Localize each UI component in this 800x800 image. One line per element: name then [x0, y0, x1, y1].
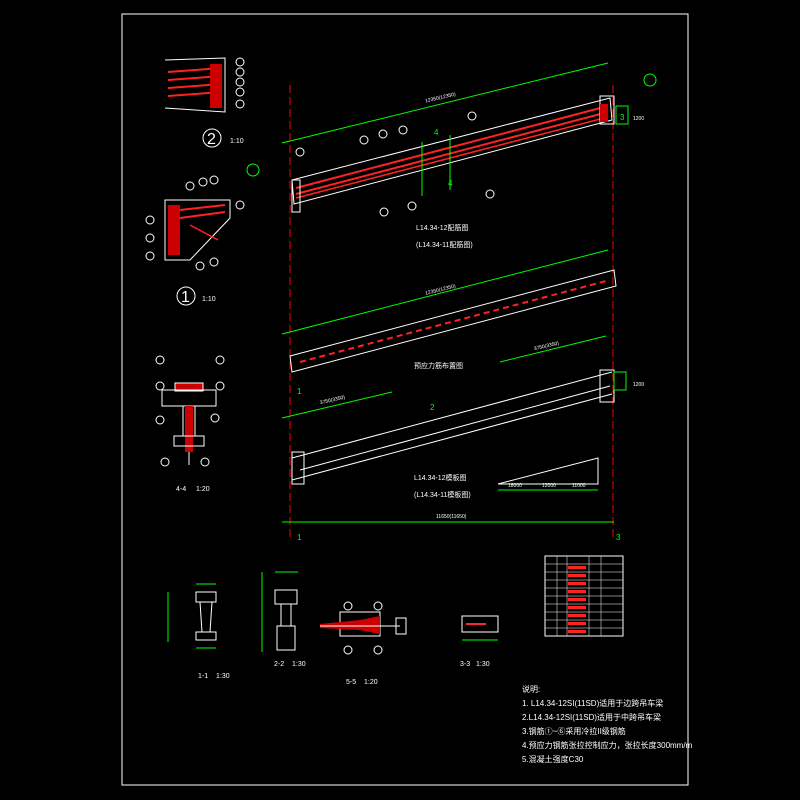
axis-right-label: 3	[616, 533, 621, 542]
top-beam-caption-1: L14.34-12配筋图	[416, 223, 469, 232]
bottom-beam-end-dim: 1200	[633, 382, 644, 388]
detail-1: 1 1:10	[145, 175, 245, 306]
section-4-4-scale: 1:20	[196, 486, 210, 493]
top-beam-end-dim: 1200	[633, 116, 644, 122]
top-beam-caption-2: (L14.34-11配筋图)	[416, 240, 473, 249]
detail-2-label: 2	[207, 131, 216, 148]
section-1-1: 1-1 1:30	[167, 583, 230, 680]
middle-beam-title: 预应力筋布置图	[414, 361, 463, 370]
bottom-beam-dim-right: 3750(3350)	[533, 341, 560, 353]
triangle-dim-1: 18000	[508, 483, 522, 489]
bottom-beam-cut-1: 1	[297, 387, 302, 396]
bottom-beam-dim-left: 3750(3350)	[319, 395, 346, 407]
section-4-4-label: 4-4	[176, 486, 186, 493]
detail-1-label: 1	[181, 289, 190, 306]
rebar-schedule-table	[544, 555, 624, 637]
note-5: 5.混凝土强度C30	[522, 754, 584, 764]
detail-1-scale: 1:10	[202, 296, 216, 303]
note-2: 2.L14.34-12SI(11SD)适用于中跨吊车梁	[522, 712, 661, 722]
svg-text:3: 3	[620, 113, 625, 122]
section-2-2-label: 2-2	[274, 661, 284, 668]
detail-2-scale: 1:10	[230, 138, 244, 145]
table-rebar-sketch	[568, 606, 586, 609]
triangle-dim-3: 11000	[572, 483, 586, 489]
table-rebar-sketch	[568, 566, 586, 569]
table-rebar-sketch	[568, 598, 586, 601]
section-2-2: 2-2 1:30	[261, 571, 306, 668]
notes-heading: 说明:	[522, 684, 540, 694]
triangle-dim-2: 12000	[542, 483, 556, 489]
bottom-beam-caption-2: (L14.34-11模板图)	[414, 490, 471, 499]
table-rebar-sketch	[568, 590, 586, 593]
note-1: 1. L14.34-12SI(11SD)适用于边跨吊车梁	[522, 698, 663, 708]
bottom-beam-overall-dim: 11650(11650)	[436, 514, 467, 520]
table-rebar-sketch	[568, 614, 586, 617]
drawing-frame	[121, 13, 689, 786]
bottom-beam-cut-2: 2	[430, 403, 435, 412]
table-rebar-sketch	[568, 630, 586, 633]
table-rebar-sketch	[568, 582, 586, 585]
section-5-5: 5-5 1:20	[320, 601, 407, 686]
note-4: 4.预应力钢筋张拉控制应力，张拉长度300mm/m	[522, 740, 693, 750]
top-beam: 12350(12350) 4 4 3 1200 L14.34-12配筋图 (L1…	[246, 62, 657, 249]
table-rebar-sketch	[568, 574, 586, 577]
axis-left-label: 1	[297, 533, 302, 542]
bottom-beam: 3750(3350) 3750(3350) 1 2 1200 11650(116…	[281, 335, 644, 523]
section-1-1-label: 1-1	[198, 673, 208, 680]
section-5-5-label: 5-5	[346, 679, 356, 686]
section-1-1-scale: 1:30	[216, 673, 230, 680]
section-2-2-scale: 1:30	[292, 661, 306, 668]
table-rebar-sketch	[568, 622, 586, 625]
top-beam-overall-dim: 12350(12350)	[425, 92, 457, 105]
bottom-beam-caption-1: L14.34-12模板图	[414, 473, 467, 482]
section-4-4: 4-4 1:20	[155, 355, 225, 493]
detail-2: 2 1:10	[164, 57, 245, 148]
section-5-5-scale: 1:20	[364, 679, 378, 686]
top-beam-cut-mark: 4	[434, 128, 439, 137]
section-3-3-scale: 1:30	[476, 661, 490, 668]
section-3-3: 3-3 1:30	[460, 615, 499, 668]
svg-text:4: 4	[448, 179, 453, 188]
section-3-3-label: 3-3	[460, 661, 470, 668]
note-3: 3.钢筋①~⑥采用冷拉II级钢筋	[522, 726, 626, 736]
general-notes: 说明: 1. L14.34-12SI(11SD)适用于边跨吊车梁 2.L14.3…	[522, 684, 693, 764]
middle-beam-overall-dim: 12350(12350)	[425, 283, 457, 296]
middle-beam: 12350(12350) 预应力筋布置图	[281, 249, 617, 373]
camber-triangle: 18000 12000 11000	[497, 457, 599, 491]
